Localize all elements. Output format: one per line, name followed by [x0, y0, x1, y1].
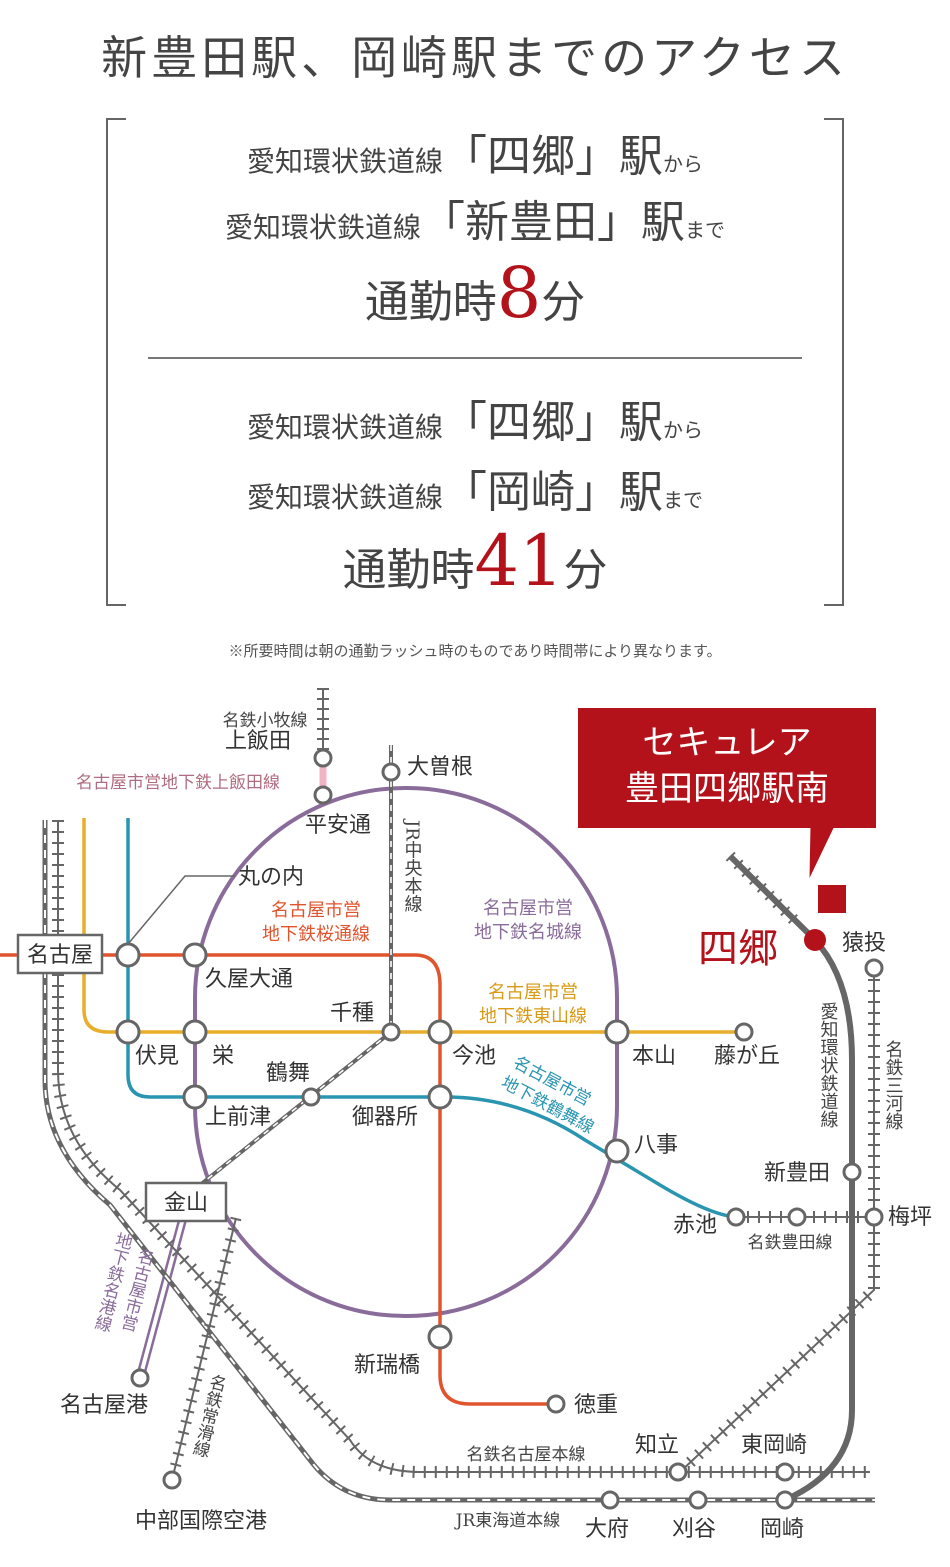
route1-time-value: 8	[496, 252, 542, 334]
line-label-sakura-1: 名古屋市営	[271, 900, 361, 921]
line-label-sakura-2: 地下鉄桜通線	[262, 924, 370, 945]
station-kariya: 刈谷	[672, 1517, 716, 1542]
station-imaike: 今池	[452, 1044, 496, 1069]
station-ozone: 大曽根	[407, 755, 473, 780]
line-label-higashiyama-2: 地下鉄東山線	[479, 1006, 587, 1027]
route2-time-value: 41	[474, 520, 564, 602]
station-chikusa: 千種	[330, 1001, 374, 1026]
station-gokiso: 御器所	[352, 1105, 418, 1130]
station-yagoto: 八事	[634, 1133, 678, 1158]
station-heiandori: 平安通	[305, 813, 371, 838]
route2-to-station: 「岡崎」	[443, 467, 619, 518]
station-markers	[115, 748, 884, 1510]
route1-to: 愛知環状鉄道線「新豊田」駅まで	[0, 186, 950, 250]
station-kamimaezu: 上前津	[205, 1105, 271, 1130]
route1-to-suffix: まで	[685, 218, 725, 242]
station-higashiokazaki: 東岡崎	[741, 1433, 807, 1458]
station-fujigaoka: 藤が丘	[714, 1044, 780, 1069]
station-sakae: 栄	[212, 1044, 234, 1069]
route1-time: 通勤時8分	[0, 252, 950, 334]
line-label-aikan: 愛知環状鉄道線	[818, 1002, 839, 1128]
meitetsu-mikawa-line	[679, 968, 875, 1473]
station-fushimi: 伏見	[135, 1044, 179, 1069]
station-tsurumai: 鶴舞	[266, 1061, 310, 1086]
line-label-meitetsu-toyota: 名鉄豊田線	[748, 1233, 833, 1253]
station-motoyama: 本山	[632, 1044, 676, 1069]
station-nagoyako: 名古屋港	[60, 1393, 148, 1418]
station-sanage: 猿投	[842, 931, 886, 956]
route2-to-eki: 駅	[619, 467, 663, 518]
route2-from-eki: 駅	[619, 397, 663, 448]
line-label-kamiiida: 名古屋市営地下鉄上飯田線	[76, 773, 280, 793]
station-hisaya: 久屋大通	[205, 967, 293, 992]
route1-from: 愛知環状鉄道線「四郷」駅から	[0, 120, 950, 184]
station-nagoya: 名古屋	[27, 943, 93, 968]
line-label-meijo-2: 地下鉄名城線	[474, 922, 582, 943]
footnote: ※所要時間は朝の通勤ラッシュ時のものであり時間帯により異なります。	[228, 642, 722, 660]
shigo-marker	[804, 929, 826, 951]
route1-to-station: 「新豊田」	[421, 197, 641, 248]
route1-to-eki: 駅	[641, 197, 685, 248]
station-shintoyota: 新豊田	[764, 1161, 830, 1186]
route1-time-unit: 分	[541, 277, 586, 328]
kanayama-box	[144, 1181, 228, 1223]
route1-time-label: 通勤時	[364, 277, 497, 328]
marunouchi-pointer	[127, 875, 235, 945]
destination-line1: セキュレア	[642, 723, 812, 763]
station-shigo: 四郷	[698, 926, 778, 972]
line-label-mikawa: 名鉄三河線	[883, 1040, 904, 1130]
station-kamiiida: 上飯田	[225, 729, 291, 754]
line-label-meijo-1: 名古屋市営	[483, 898, 573, 919]
route1-from-station: 「四郷」	[443, 131, 619, 182]
line-label-jr-tokaido: JR東海道本線	[454, 1511, 561, 1531]
divider	[148, 357, 802, 359]
line-label-jr-chuo: JR中央本線	[402, 818, 423, 913]
route2-to-suffix: まで	[663, 488, 703, 512]
tsurumai-line	[126, 818, 737, 1219]
sakura-dori-line	[0, 953, 556, 1406]
destination-callout: セキュレア 豊田四郷駅南	[578, 708, 876, 828]
station-shinmizuhashi: 新瑞橋	[354, 1353, 420, 1378]
aikan-line	[727, 853, 855, 1503]
route1-from-line: 愛知環状鉄道線	[246, 145, 443, 178]
property-marker	[818, 885, 846, 913]
route2-from-station: 「四郷」	[443, 397, 619, 448]
station-okazaki: 岡崎	[760, 1517, 804, 1542]
nagoya-box	[16, 933, 104, 975]
line-label-higashiyama-1: 名古屋市営	[488, 982, 578, 1003]
station-centrair: 中部国際空港	[135, 1509, 267, 1534]
route2-from-suffix: から	[663, 418, 703, 442]
station-kanayama: 金山	[164, 1191, 208, 1216]
station-akaike: 赤池	[673, 1213, 717, 1238]
station-marunouchi: 丸の内	[238, 865, 304, 890]
left-bracket	[106, 118, 126, 606]
station-obu: 大府	[585, 1517, 629, 1542]
route2-from: 愛知環状鉄道線「四郷」駅から	[0, 386, 950, 450]
route1-to-line: 愛知環状鉄道線	[224, 211, 421, 244]
meitetsu-nagoya-line	[57, 820, 870, 1473]
route1-from-suffix: から	[663, 152, 703, 176]
route1-from-eki: 駅	[619, 131, 663, 182]
route2-time-label: 通勤時	[342, 545, 475, 596]
meijo-line	[193, 786, 619, 1318]
station-chiryu: 知立	[635, 1433, 679, 1458]
route2-from-line: 愛知環状鉄道線	[246, 411, 443, 444]
line-label-meitetsu-nagoya: 名鉄名古屋本線	[467, 1445, 586, 1465]
route2-to: 愛知環状鉄道線「岡崎」駅まで	[0, 456, 950, 520]
route2-to-line: 愛知環状鉄道線	[246, 481, 443, 514]
line-label-tokoname: 名鉄常滑線	[188, 1372, 228, 1459]
higashiyama-line	[82, 818, 744, 1034]
station-umetsubo: 梅坪	[888, 1205, 932, 1230]
destination-line2: 豊田四郷駅南	[625, 769, 829, 809]
route2-time: 通勤時41分	[0, 520, 950, 602]
station-tokushige: 徳重	[574, 1393, 618, 1418]
line-label-meitetsu-komaki: 名鉄小牧線	[223, 711, 308, 731]
right-bracket	[824, 118, 844, 606]
page-title: 新豊田駅、岡崎駅までのアクセス	[101, 31, 849, 85]
route2-time-unit: 分	[563, 545, 608, 596]
